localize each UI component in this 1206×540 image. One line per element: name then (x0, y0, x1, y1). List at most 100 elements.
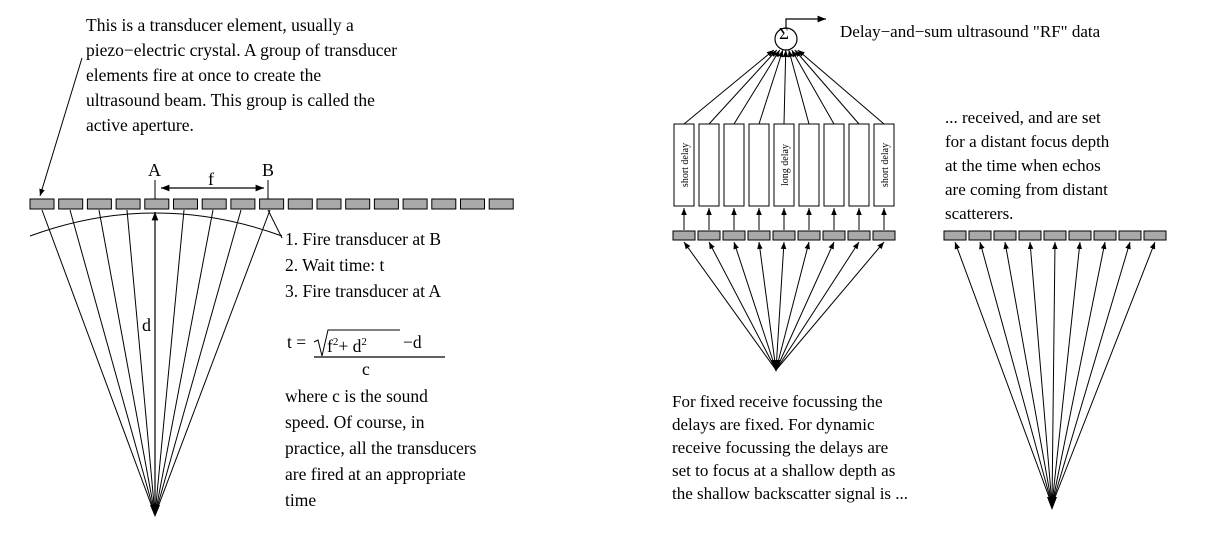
delay-to-sum-arrow (797, 49, 885, 125)
receive-element (772, 230, 796, 241)
receive-element (1143, 230, 1167, 241)
left-panel-graphics (29, 57, 514, 517)
echo-ray (1051, 241, 1058, 506)
receive-element (1118, 230, 1142, 241)
explanation-line: where c is the sound (285, 386, 428, 406)
transducer-note-line: elements fire at once to create the (86, 65, 322, 85)
delay-to-sum-arrow (782, 49, 789, 125)
received-line: ... received, and are set (945, 108, 1101, 127)
fixed-focus-line: delays are fixed. For dynamic (672, 415, 875, 434)
transducer-element (373, 198, 399, 210)
receive-element (943, 230, 967, 241)
delay-label: short delay (680, 143, 691, 187)
echo-ray (775, 241, 885, 371)
delay-to-sum-arrow (708, 49, 778, 125)
beam-ray (154, 209, 185, 516)
receive-element (822, 230, 846, 241)
delay-box (798, 123, 820, 207)
echo-ray (1003, 241, 1053, 506)
receive-element (1068, 230, 1092, 241)
echo-ray (1051, 241, 1156, 506)
transducer-element (86, 198, 112, 210)
echo-ray (708, 241, 777, 371)
beam-ray (154, 209, 242, 516)
echo-ray (683, 241, 777, 371)
sum-symbol: Σ (779, 24, 789, 43)
sum-output-arrow (785, 15, 826, 28)
delay-to-sum-arrow (733, 49, 781, 125)
firing-step: 3. Fire transducer at A (285, 281, 441, 301)
delay-label: short delay (880, 143, 891, 187)
delay-box (748, 123, 770, 207)
delay-to-sum-arrow (683, 49, 775, 125)
beam-ray (69, 209, 156, 516)
shallow-focal-point (771, 360, 781, 372)
label-a: A (148, 160, 161, 180)
transducer-element (58, 198, 84, 210)
echo-ray (775, 241, 860, 371)
transducer-note-line: active aperture. (86, 115, 194, 135)
explanation-line: speed. Of course, in (285, 412, 425, 432)
delay-to-sum-arrow (794, 49, 860, 125)
transducer-element (230, 198, 256, 210)
echo-ray (954, 241, 1053, 506)
fixed-focus-line: set to focus at a shallow depth as (672, 461, 896, 480)
echo-ray (1051, 241, 1083, 506)
receive-element (797, 230, 821, 241)
label-f: f (208, 169, 214, 189)
receive-element (747, 230, 771, 241)
formula-minus-d: −d (403, 332, 422, 352)
beam-ray (126, 209, 156, 516)
sqrt-sign (313, 329, 400, 357)
echo-ray (757, 241, 777, 371)
transducer-note-line: This is a transducer element, usually a (86, 15, 354, 35)
receive-element (672, 230, 696, 241)
receive-element (847, 230, 871, 241)
fixed-focus-line: the shallow backscatter signal is ... (672, 484, 909, 503)
fixed-focus-line: receive focussing the delays are (672, 438, 889, 457)
transducer-element (201, 198, 227, 210)
transducer-element (460, 198, 485, 210)
transducer-element (144, 198, 170, 210)
receive-element (872, 230, 896, 241)
b-pointer-line (267, 209, 283, 239)
echo-ray (775, 241, 787, 371)
formula-lhs: t = (287, 332, 307, 352)
received-line: for a distant focus depth (945, 132, 1110, 151)
received-line: at the time when echos (945, 156, 1101, 175)
transducer-element (431, 198, 457, 210)
beam-ray (41, 209, 156, 516)
transducer-element (316, 198, 342, 210)
formula-radicand: f2+ d2 (327, 331, 367, 357)
fixed-focus-line: For fixed receive focussing the (672, 392, 883, 411)
explanation-line: are fired at an appropriate (285, 464, 466, 484)
delay-to-sum-arrow (758, 49, 784, 125)
received-line: are coming from distant (945, 180, 1108, 199)
wavefront-arc (29, 212, 283, 237)
beam-ray (154, 209, 214, 516)
transducer-element (115, 198, 141, 210)
receive-element (1043, 230, 1067, 241)
firing-step: 2. Wait time: t (285, 255, 385, 275)
transducer-element (29, 198, 55, 210)
receive-element (697, 230, 721, 241)
formula-exp-f: 2 (332, 336, 339, 348)
formula-denominator: c (362, 359, 370, 379)
transducer-note-line: ultrasound beam. This group is called th… (86, 90, 375, 110)
receive-element (722, 230, 746, 241)
delay-to-sum-arrow (787, 49, 810, 125)
echo-ray (1027, 241, 1053, 506)
echo-ray (1051, 241, 1107, 506)
transducer-element (173, 198, 198, 210)
focal-point (150, 505, 160, 517)
beam-ray (98, 209, 156, 516)
explanation-line: time (285, 490, 317, 510)
output-label: Delay−and−sum ultrasound "RF" data (840, 22, 1101, 41)
formula-exp-d: 2 (361, 336, 367, 348)
delay-box (848, 123, 870, 207)
echo-ray (979, 241, 1053, 506)
formula-plus-d: + d (338, 336, 362, 356)
echo-ray (775, 241, 810, 371)
echo-ray (1051, 241, 1131, 506)
transducer-element (345, 198, 371, 210)
